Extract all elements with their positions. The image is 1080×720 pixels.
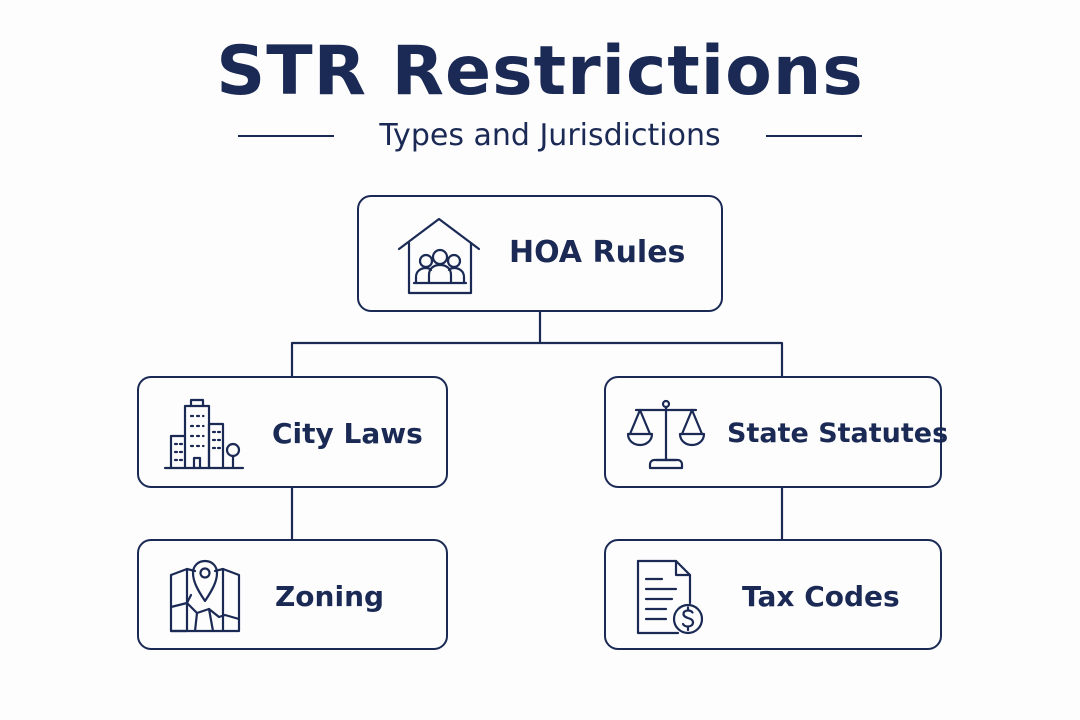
node-label-tax-codes: Tax Codes — [742, 580, 900, 613]
node-tax-codes: Tax Codes — [604, 539, 942, 650]
subtitle-divider-right — [766, 135, 862, 137]
subtitle-divider-left — [238, 135, 334, 137]
node-zoning: Zoning — [137, 539, 448, 650]
node-hoa-rules: HOA Rules — [357, 195, 723, 312]
node-state-statutes: State Statutes — [604, 376, 948, 488]
tax-document-icon — [632, 557, 708, 637]
node-label-zoning: Zoning — [275, 580, 385, 613]
house-community-icon — [395, 215, 483, 295]
scales-of-justice-icon — [626, 396, 706, 472]
page-subtitle: Types and Jurisdictions — [379, 118, 721, 153]
edge-hoa-to-city-and-state — [290, 310, 784, 378]
node-label-state-statutes: State Statutes — [727, 418, 949, 449]
node-city-laws: City Laws — [137, 376, 448, 488]
node-label-city-laws: City Laws — [272, 417, 423, 450]
node-label-hoa-rules: HOA Rules — [509, 235, 686, 270]
subtitle-row: Types and Jurisdictions — [0, 116, 1080, 160]
city-buildings-icon — [163, 396, 245, 472]
page-title: STR Restrictions — [216, 32, 864, 111]
map-pin-icon — [167, 557, 243, 635]
